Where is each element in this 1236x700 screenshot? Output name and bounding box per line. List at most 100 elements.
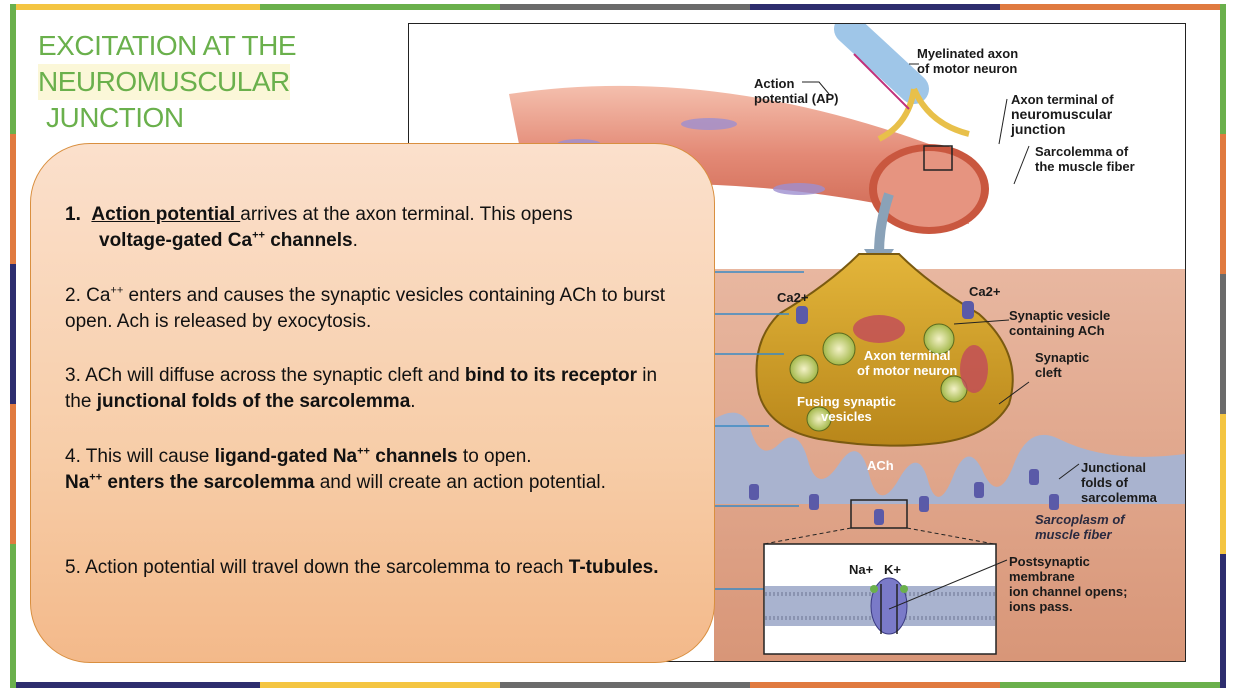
label-synaptic-vesicle: Synaptic vesicle containing ACh (1009, 308, 1110, 338)
label-na: Na+ (849, 562, 874, 577)
step-4-na: Na (65, 472, 90, 493)
border-left-orange2 (10, 404, 16, 544)
zoom-arrow (874, 192, 894, 255)
step-1-vg-label: voltage-gated Ca (99, 230, 253, 251)
border-top-navy (750, 4, 1000, 10)
border-bottom-gray (500, 682, 750, 688)
label-sarcolemma-line2: the muscle fiber (1035, 159, 1135, 174)
step-3-bind: bind to its receptor (464, 365, 637, 386)
label-k: K+ (884, 562, 901, 577)
label-cleft-line1: Synaptic (1035, 350, 1090, 365)
step-5-text: 5. Action potential will travel down the… (65, 557, 569, 578)
label-nmj-line2: neuromuscular (1011, 106, 1113, 122)
label-cleft-line2: cleft (1035, 365, 1062, 380)
step-4-lg: ligand-gated Na (214, 446, 358, 467)
steps-textbox: 1. Action potential arrives at the axon … (30, 143, 715, 663)
step-3-mid: in the (65, 365, 658, 412)
label-sarcoplasm: Sarcoplasm of muscle fiber (1035, 512, 1125, 542)
step-1-text: arrives at the axon terminal. This opens (240, 204, 573, 225)
label-postsynaptic: Postsynaptic membrane ion channel opens;… (1009, 554, 1127, 614)
step-4-enters: enters the sarcolemma (102, 472, 315, 493)
pointer-lines (714, 271, 804, 590)
label-junctional-line1: Junctional (1081, 460, 1147, 475)
label-ca-right: Ca2+ (969, 284, 1001, 299)
border-top-yellow (10, 4, 260, 10)
border-bottom-orange (750, 682, 1000, 688)
label-ap-line2: potential (AP) (754, 91, 839, 106)
axon-terminal-bulb (755, 253, 1014, 447)
label-inner-line1: Axon terminal (863, 348, 951, 363)
label-sarcolemma-line1: Sarcolemma of (1035, 144, 1129, 159)
title-line-1: EXCITATION AT THE (38, 30, 297, 61)
step-3: 3. ACh will diffuse across the synaptic … (65, 363, 685, 415)
border-left-green (10, 4, 16, 134)
title-line-3: JUNCTION (46, 102, 184, 133)
border-left-navy (10, 264, 16, 404)
label-myelinated-line2: of motor neuron (917, 61, 1018, 76)
border-bottom-navy (10, 682, 260, 688)
label-vesicle-line2: containing ACh (1009, 323, 1105, 338)
step-1-number: 1. (65, 204, 81, 225)
label-fusing-line1: Fusing synaptic (797, 394, 896, 409)
step-3-start: 3. ACh will diffuse across the synaptic … (65, 365, 465, 386)
ca-channel-right (962, 301, 974, 319)
myelinated-axon (834, 24, 970, 171)
border-top-green (260, 4, 500, 10)
border-top-orange (1000, 4, 1226, 10)
label-inner-line2: of motor neuron (857, 363, 958, 378)
step-4-end: and will create an action potential. (314, 472, 606, 493)
nmj-illustration (509, 24, 1185, 661)
label-post-line3: ion channel opens; (1009, 584, 1128, 599)
border-right-navy (1220, 554, 1226, 688)
label-post-line2: membrane (1009, 569, 1075, 584)
step-5-ttubules: T-tubules. (568, 557, 659, 578)
step-3-period: . (410, 391, 416, 412)
label-axon-terminal-nmj: Axon terminal of neuromuscular junction (1011, 92, 1114, 137)
step-1-channels: channels (264, 230, 353, 251)
step-4-open: to open. (457, 446, 532, 467)
border-right-green (1220, 4, 1226, 134)
border-bottom-yellow (260, 682, 500, 688)
label-sarcolemma: Sarcolemma of the muscle fiber (1035, 144, 1135, 174)
step-1-period: . (352, 230, 358, 251)
label-myelinated-axon: Myelinated axon of motor neuron (917, 46, 1018, 76)
label-sarcoplasm-line1: Sarcoplasm of (1035, 512, 1125, 527)
border-right-orange (1220, 134, 1226, 274)
ca-channel-left (796, 306, 808, 324)
step-2-start: 2. Ca (65, 285, 111, 306)
step-2-text: enters and causes the synaptic vesicles … (65, 285, 666, 332)
label-ca-left: Ca2+ (777, 290, 809, 305)
step-1: 1. Action potential arrives at the axon … (65, 202, 685, 254)
label-action-potential: Action potential (AP) (754, 76, 839, 106)
label-junctional-line3: sarcolemma (1081, 490, 1157, 505)
slide-title: EXCITATION AT THE NEUROMUSCULAR JUNCTION (38, 28, 297, 136)
nmj-diagram: Myelinated axon of motor neuron Action p… (408, 23, 1186, 662)
border-right-gray (1220, 274, 1226, 414)
muscle-fiber (509, 85, 989, 234)
step-4-start: 4. This will cause (65, 446, 215, 467)
label-post-line4: ions pass. (1009, 599, 1073, 614)
step-2-sup: ++ (110, 284, 124, 297)
label-junctional-line2: folds of (1081, 475, 1128, 490)
step-2: 2. Ca++ enters and causes the synaptic v… (65, 283, 685, 335)
label-fusing-line2: vesicles (821, 409, 872, 424)
border-right-yellow (1220, 414, 1226, 554)
step-5: 5. Action potential will travel down the… (65, 555, 685, 581)
ach-receptors (749, 469, 1059, 525)
step-4: 4. This will cause ligand-gated Na++ cha… (65, 444, 685, 496)
postsynaptic-inset (763, 543, 997, 655)
label-post-line1: Postsynaptic (1009, 554, 1090, 569)
label-ach: ACh (867, 458, 894, 473)
leader-lines (802, 63, 1080, 610)
border-left-orange (10, 134, 16, 264)
label-synaptic-cleft: Synaptic cleft (1035, 350, 1089, 380)
border-top-gray (500, 4, 750, 10)
label-ap-line1: Action (754, 76, 795, 91)
step-4-sup: ++ (357, 445, 370, 458)
step-3-folds: junctional folds of the sarcolemma (96, 391, 411, 412)
border-bottom-green (1000, 682, 1226, 688)
label-vesicle-line1: Synaptic vesicle (1009, 308, 1111, 323)
step-1-sup: ++ (252, 229, 265, 242)
label-nmj-line1: Axon terminal of (1011, 92, 1114, 107)
